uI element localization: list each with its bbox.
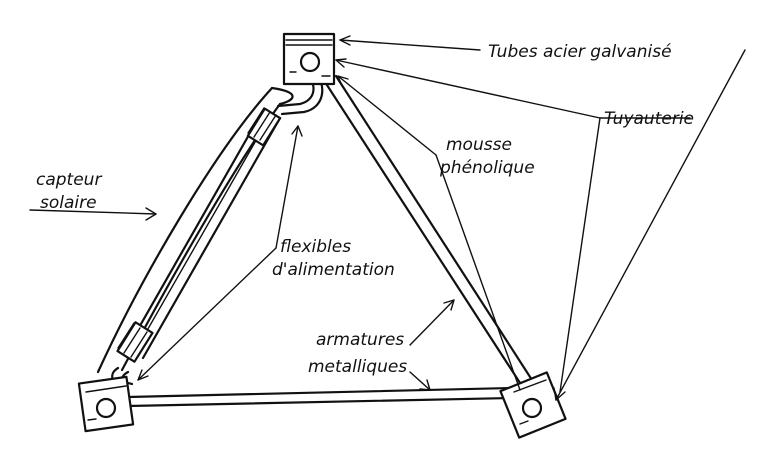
label-tuyauterie: Tuyauterie — [604, 109, 694, 129]
collector-clamp-top — [246, 107, 282, 147]
leader-tuyauterie — [335, 58, 691, 393]
leader-tubes — [339, 35, 746, 401]
frame-bar-bottom — [126, 386, 514, 408]
collector-clamp-bottom — [116, 321, 154, 363]
frame-bar-right — [323, 74, 534, 388]
label-capteur-line1: capteur — [36, 170, 102, 190]
label-flexibles-line1: flexibles — [280, 237, 351, 257]
leader-flexibles — [137, 125, 303, 381]
tube-box-top — [282, 32, 336, 86]
leader-armatures — [409, 299, 455, 391]
label-armatures-line2: metalliques — [308, 357, 407, 377]
label-mousse-line2: phénolique — [439, 158, 535, 178]
leader-capteur — [29, 207, 157, 221]
label-mousse-line1: mousse — [446, 135, 512, 155]
leader-mousse — [337, 75, 521, 391]
label-armatures-line1: armatures — [316, 330, 404, 350]
label-tubes: Tubes acier galvanisé — [488, 42, 672, 62]
tube-box-bottom-left — [77, 375, 135, 433]
label-flexibles-line2: d'alimentation — [272, 260, 395, 280]
tube-box-bottom-right — [499, 371, 567, 439]
label-capteur-line2: solaire — [40, 193, 97, 213]
